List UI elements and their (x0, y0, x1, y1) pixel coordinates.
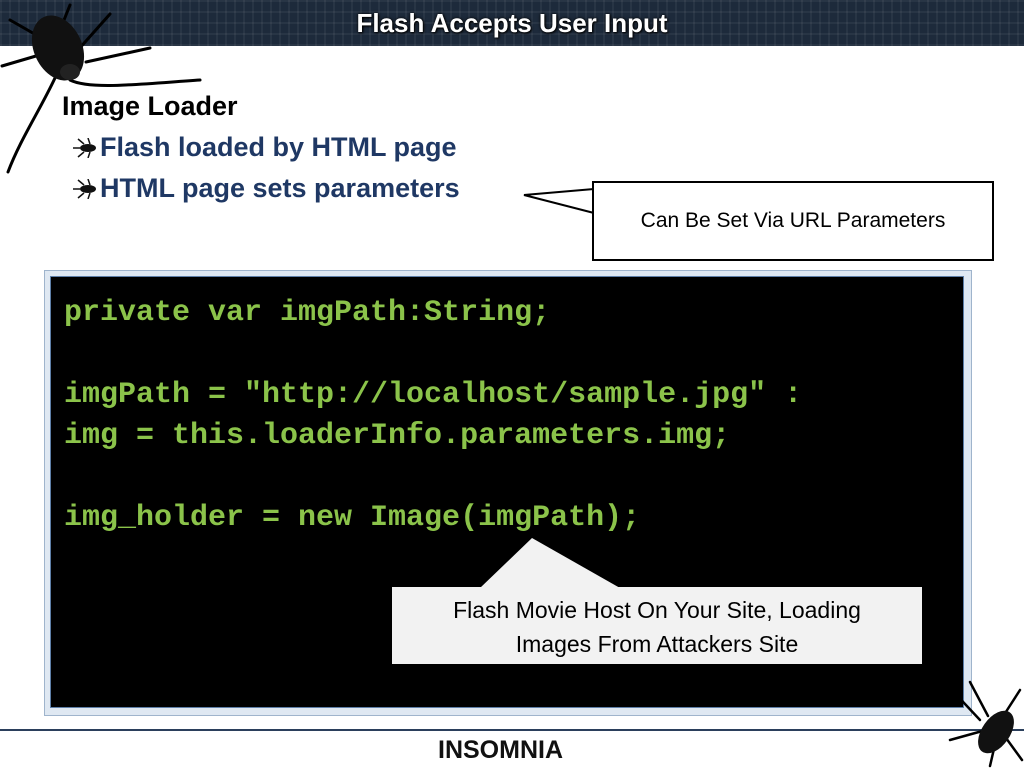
cockroach-bullet-icon (73, 178, 96, 199)
cockroach-bullet-icon (73, 137, 96, 158)
callout-pointer (523, 188, 595, 214)
callout-text: Images From Attackers Site (515, 631, 799, 657)
bullet-text: Flash loaded by HTML page (100, 132, 457, 162)
callout-text: Can Be Set Via URL Parameters (640, 209, 946, 232)
heading-image-loader: Image Loader (62, 91, 238, 121)
code-line: private var imgPath:String; (64, 296, 551, 330)
bullet-item: Flash loaded by HTML page (72, 132, 457, 163)
code-line: img = this.loaderInfo.parameters.img; (64, 419, 731, 453)
bullet-text: HTML page sets parameters (100, 173, 460, 203)
callout-url-parameters: Can Be Set Via URL Parameters (592, 181, 994, 261)
footer-divider (0, 729, 1024, 731)
bullet-item: HTML page sets parameters (72, 173, 460, 204)
insomnia-logo: INSOMNIA (438, 736, 563, 764)
cockroach-icon (0, 3, 202, 174)
callout-pointer (480, 538, 620, 588)
slide-title: Flash Accepts User Input (356, 8, 668, 38)
code-line: img_holder = new Image(imgPath); (64, 501, 641, 535)
callout-flash-movie: Flash Movie Host On Your Site, Loading I… (392, 587, 922, 664)
callout-text: Flash Movie Host On Your Site, Loading (453, 597, 861, 623)
title-bar (0, 0, 1024, 46)
cockroach-icon (948, 680, 1024, 768)
code-line: imgPath = "http://localhost/sample.jpg" … (64, 378, 803, 412)
